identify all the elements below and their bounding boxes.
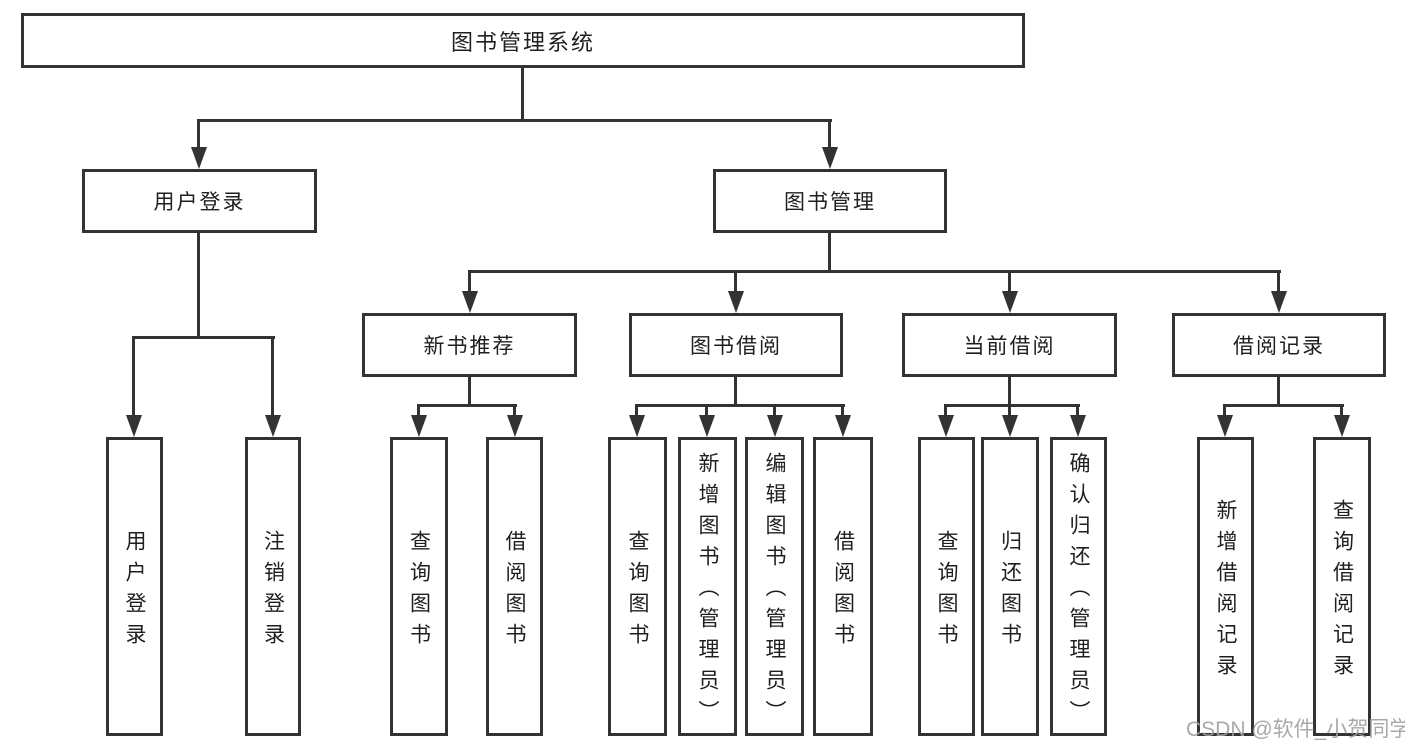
arrow-down-icon <box>835 415 851 437</box>
node-user-login: 用户登录 <box>82 169 317 233</box>
node-label: 图书管理 <box>784 191 876 214</box>
connector-bb-bar <box>635 404 845 407</box>
connector-drop-leaf-logout <box>271 336 274 415</box>
node-library-management-system: 图书管理系统 <box>21 13 1025 68</box>
connector-br-bar <box>1223 404 1344 407</box>
node-borrow-record: 借阅记录 <box>1172 313 1386 377</box>
arrow-down-icon <box>728 291 744 313</box>
node-label: 新书推荐 <box>423 335 516 358</box>
node-leaf-user-login: 用户登录 <box>106 437 163 736</box>
node-label: 用户登录 <box>123 529 146 654</box>
connector-root-bar <box>197 119 832 122</box>
connector-drop-leaf <box>944 404 947 417</box>
node-label: 新增借阅记录 <box>1214 498 1237 685</box>
connector-cb-bar <box>944 404 1080 407</box>
node-new-book-recommend: 新书推荐 <box>362 313 577 377</box>
node-label: 查询图书 <box>407 529 431 654</box>
connector-drop-book-borrow <box>734 270 737 292</box>
connector-drop-leaf <box>417 404 420 417</box>
node-label: 查询借阅记录 <box>1330 498 1354 685</box>
connector-drop-leaf <box>1340 404 1343 417</box>
connector-br-stem <box>1277 377 1280 406</box>
node-leaf-logout: 注销登录 <box>245 437 301 736</box>
node-label: 归还图书 <box>998 529 1022 654</box>
connector-drop-leaf <box>773 404 776 417</box>
arrow-down-icon <box>191 147 207 169</box>
node-book-management: 图书管理 <box>713 169 947 233</box>
csdn-watermark: CSDN @软件_小贺同学 <box>1186 718 1405 741</box>
connector-user-login-stem <box>197 233 200 338</box>
connector-drop-leaf-user-login <box>132 336 135 415</box>
node-leaf-bb-add-book: 新增图书（管理员） <box>678 437 737 736</box>
arrow-down-icon <box>507 415 523 437</box>
node-leaf-bb-edit-book: 编辑图书（管理员） <box>745 437 804 736</box>
node-leaf-bb-borrow-book: 借阅图书 <box>813 437 873 736</box>
arrow-down-icon <box>126 415 142 437</box>
connector-drop-leaf <box>1076 404 1079 417</box>
arrow-down-icon <box>1334 415 1350 437</box>
node-label: 借阅图书 <box>503 529 526 654</box>
node-label: 确认归还（管理员） <box>1067 452 1090 731</box>
connector-nbr-stem <box>468 377 471 406</box>
connector-drop-leaf <box>841 404 844 417</box>
connector-nbr-bar <box>417 404 517 407</box>
arrow-down-icon <box>462 291 478 313</box>
connector-bb-stem <box>734 377 737 406</box>
arrow-down-icon <box>822 147 838 169</box>
connector-root-stem <box>521 68 524 121</box>
connector-drop-new-book-recommend <box>468 270 471 292</box>
connector-cb-stem <box>1008 377 1011 406</box>
connector-drop-user-login <box>197 119 200 150</box>
node-leaf-cb-query-book: 查询图书 <box>918 437 975 736</box>
node-label: 新增图书（管理员） <box>696 452 719 731</box>
node-label: 注销登录 <box>261 529 285 654</box>
node-label: 图书管理系统 <box>450 29 595 55</box>
arrow-down-icon <box>1002 415 1018 437</box>
connector-drop-leaf <box>513 404 516 417</box>
connector-drop-book-management <box>828 119 831 150</box>
node-leaf-cb-return-book: 归还图书 <box>981 437 1039 736</box>
node-leaf-br-add-record: 新增借阅记录 <box>1197 437 1254 736</box>
connector-drop-leaf <box>705 404 708 417</box>
connector-level3-bar <box>468 270 1281 273</box>
node-label: 查询图书 <box>626 529 649 654</box>
node-current-borrow: 当前借阅 <box>902 313 1117 377</box>
arrow-down-icon <box>411 415 427 437</box>
connector-drop-current-borrow <box>1008 270 1011 292</box>
connector-book-management-stem <box>828 233 831 272</box>
node-label: 编辑图书（管理员） <box>763 452 786 731</box>
node-label: 图书借阅 <box>690 335 782 358</box>
node-label: 借阅记录 <box>1233 335 1325 358</box>
node-label: 查询图书 <box>935 529 958 654</box>
arrow-down-icon <box>1002 291 1018 313</box>
node-label: 借阅图书 <box>831 529 855 654</box>
node-book-borrow: 图书借阅 <box>629 313 843 377</box>
arrow-down-icon <box>265 415 281 437</box>
arrow-down-icon <box>938 415 954 437</box>
node-leaf-cb-confirm-return: 确认归还（管理员） <box>1050 437 1107 736</box>
node-leaf-br-query-record: 查询借阅记录 <box>1313 437 1371 736</box>
node-leaf-bb-query-book: 查询图书 <box>608 437 667 736</box>
node-label: 用户登录 <box>153 191 246 214</box>
connector-drop-borrow-record <box>1277 270 1280 292</box>
connector-drop-leaf <box>635 404 638 417</box>
node-leaf-nbr-borrow-book: 借阅图书 <box>486 437 543 736</box>
node-label: 当前借阅 <box>963 335 1056 358</box>
arrow-down-icon <box>629 415 645 437</box>
connector-user-login-bar <box>132 336 275 339</box>
arrow-down-icon <box>1217 415 1233 437</box>
arrow-down-icon <box>1271 291 1287 313</box>
arrow-down-icon <box>1070 415 1086 437</box>
arrow-down-icon <box>767 415 783 437</box>
arrow-down-icon <box>699 415 715 437</box>
node-leaf-nbr-query-book: 查询图书 <box>390 437 448 736</box>
connector-drop-leaf <box>1008 404 1011 417</box>
connector-drop-leaf <box>1223 404 1226 417</box>
